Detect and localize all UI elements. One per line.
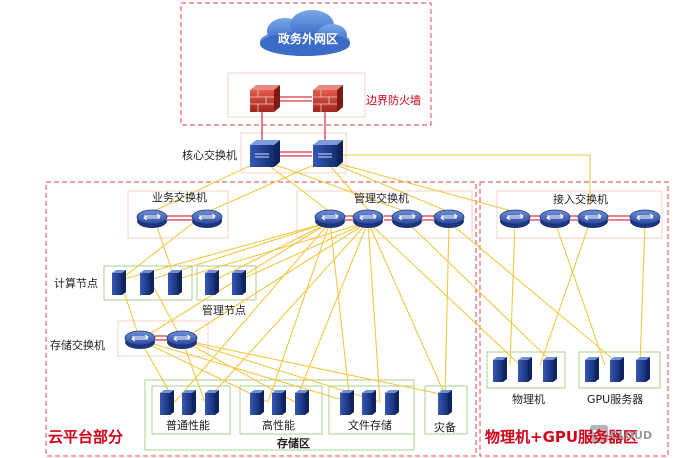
- switch-icon: [166, 330, 198, 350]
- storage-group-label: 文件存储: [348, 419, 392, 432]
- storage-area-label: 存储区: [277, 437, 310, 450]
- storage-group-label: 普通性能: [166, 419, 210, 432]
- switch-icon: [577, 209, 609, 229]
- server-icon: [610, 357, 624, 382]
- switch-icon: [499, 209, 531, 229]
- cloud-platform-zone-title: 云平台部分: [48, 428, 124, 446]
- switch-icon: [352, 209, 384, 229]
- server-icon: [585, 357, 599, 382]
- switch-icon: [629, 209, 661, 229]
- switch-icon: [136, 209, 168, 229]
- switch-icon: [391, 209, 423, 229]
- firewall-icon: [250, 85, 280, 112]
- server-icon: [340, 390, 354, 415]
- server-icon: [493, 357, 507, 382]
- watermark-logo-icon: [590, 425, 608, 443]
- internet-zone-border: [180, 2, 432, 126]
- server-icon: [636, 357, 650, 382]
- switch-icon: [539, 209, 571, 229]
- storage-group-label: 灾备: [434, 421, 456, 434]
- storage-switch-label: 存储交换机: [50, 339, 105, 352]
- cloud-icon: [260, 10, 350, 56]
- storage-group-label: 高性能: [262, 419, 295, 432]
- core-switch-icon: [313, 140, 343, 167]
- server-icon: [112, 270, 126, 295]
- server-icon: [182, 390, 196, 415]
- physical-gpu-zone-border: [479, 181, 669, 457]
- compute-node-label: 计算节点: [54, 277, 98, 290]
- access-switch-label: 接入交换机: [553, 193, 608, 206]
- server-icon: [168, 270, 182, 295]
- business-switch-label: 业务交换机: [152, 191, 207, 204]
- server-icon: [385, 390, 399, 415]
- watermark-text: CLOUD: [610, 429, 653, 442]
- switch-icon: [314, 209, 346, 229]
- server-icon: [362, 390, 376, 415]
- switch-icon: [191, 209, 223, 229]
- firewall-icon: [313, 85, 343, 112]
- cloud-label: 政务外网区: [278, 32, 339, 46]
- server-icon: [205, 390, 219, 415]
- gpu-server-label: GPU服务器: [587, 393, 644, 406]
- server-icon: [543, 357, 557, 382]
- server-icon: [518, 357, 532, 382]
- physical-machine-label: 物理机: [512, 393, 545, 406]
- server-icon: [272, 390, 286, 415]
- server-icon: [438, 390, 452, 415]
- server-icon: [295, 390, 309, 415]
- mgmt-node-label: 管理节点: [202, 304, 246, 317]
- switch-icon: [124, 330, 156, 350]
- server-icon: [232, 270, 246, 295]
- physical-gpu-zone-title: 物理机+GPU服务器区: [485, 428, 639, 446]
- server-icon: [140, 270, 154, 295]
- links-red: [155, 96, 630, 341]
- server-icon: [160, 390, 174, 415]
- core-switch-icon: [250, 140, 280, 167]
- mgmt-switch-label: 管理交换机: [354, 192, 409, 205]
- server-icon: [250, 390, 264, 415]
- core-switch-label: 核心交换机: [182, 149, 237, 162]
- server-icon: [205, 270, 219, 295]
- firewall-label: 边界防火墙: [366, 94, 421, 107]
- switch-icon: [433, 209, 465, 229]
